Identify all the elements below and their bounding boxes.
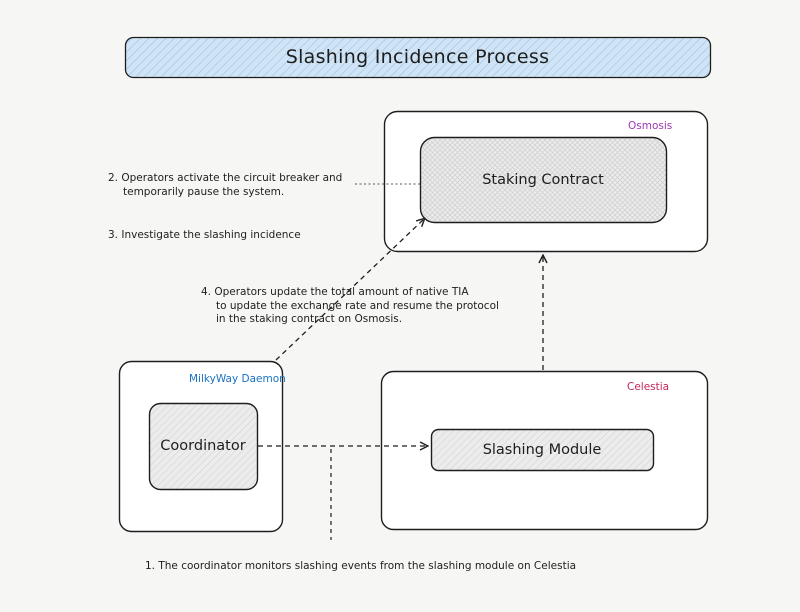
note-step-2-line-1: 2. Operators activate the circuit breake… <box>108 172 343 184</box>
note-step-4-line-1: 4. Operators update the total amount of … <box>201 286 469 298</box>
note-step-4: 4. Operators update the total amount of … <box>201 286 499 327</box>
note-step-4-line-2: to update the exchange rate and resume t… <box>216 299 499 312</box>
note-step-1: 1. The coordinator monitors slashing eve… <box>145 560 577 572</box>
coordinator-label: Coordinator <box>160 438 246 454</box>
slashing-module-label: Slashing Module <box>482 441 602 458</box>
slashing-module-box <box>430 428 655 472</box>
milkyway-daemon-tag: MilkyWay Daemon <box>189 373 286 385</box>
note-step-3: 3. Investigate the slashing incidence <box>108 229 301 241</box>
note-step-2-line-2: temporarily pause the system. <box>123 185 285 198</box>
staking-contract-box <box>419 136 668 224</box>
note-step-2: 2. Operators activate the circuit breake… <box>108 172 342 199</box>
celestia-tag: Celestia <box>627 381 670 393</box>
note-step-4-line-3: in the staking contract on Osmosis. <box>216 313 403 325</box>
coordinator-box <box>148 402 259 491</box>
page-title: Slashing Incidence Process <box>285 46 550 68</box>
osmosis-tag: Osmosis <box>628 120 673 132</box>
staking-contract-label: Staking Contract <box>482 171 604 188</box>
title-banner <box>124 36 712 79</box>
arrow-daemon-to-staking-contract <box>275 219 424 361</box>
